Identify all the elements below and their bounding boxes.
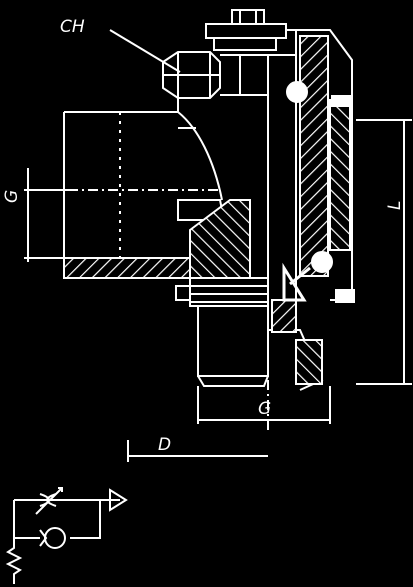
spring-icon xyxy=(5,538,23,584)
o-ring-top xyxy=(286,81,308,103)
label-ch: CH xyxy=(60,17,85,37)
o-ring-mid xyxy=(311,251,333,273)
dimension-l xyxy=(356,119,412,385)
hex-nut-ch xyxy=(162,51,296,99)
seal-bottom xyxy=(335,289,355,303)
seal-top xyxy=(331,95,351,107)
label-g-bottom: G xyxy=(258,399,271,419)
check-valve-icon xyxy=(44,527,66,549)
elbow-body xyxy=(63,98,251,279)
hydraulic-symbol xyxy=(5,487,128,584)
valve-housing xyxy=(267,29,353,391)
lip-seal xyxy=(282,262,311,302)
adjustment-screw xyxy=(205,9,287,51)
flow-arrow-icon xyxy=(109,488,128,512)
label-g-left: G xyxy=(2,190,22,203)
dimension-d xyxy=(127,440,268,462)
ch-leader-line xyxy=(109,29,181,73)
dimension-g-bottom xyxy=(197,386,331,424)
label-l: L xyxy=(385,201,405,210)
label-d: D xyxy=(158,435,171,455)
adjustable-restrictor-icon xyxy=(35,487,63,515)
bottom-thread xyxy=(175,277,269,387)
dimension-g-left xyxy=(24,168,70,262)
